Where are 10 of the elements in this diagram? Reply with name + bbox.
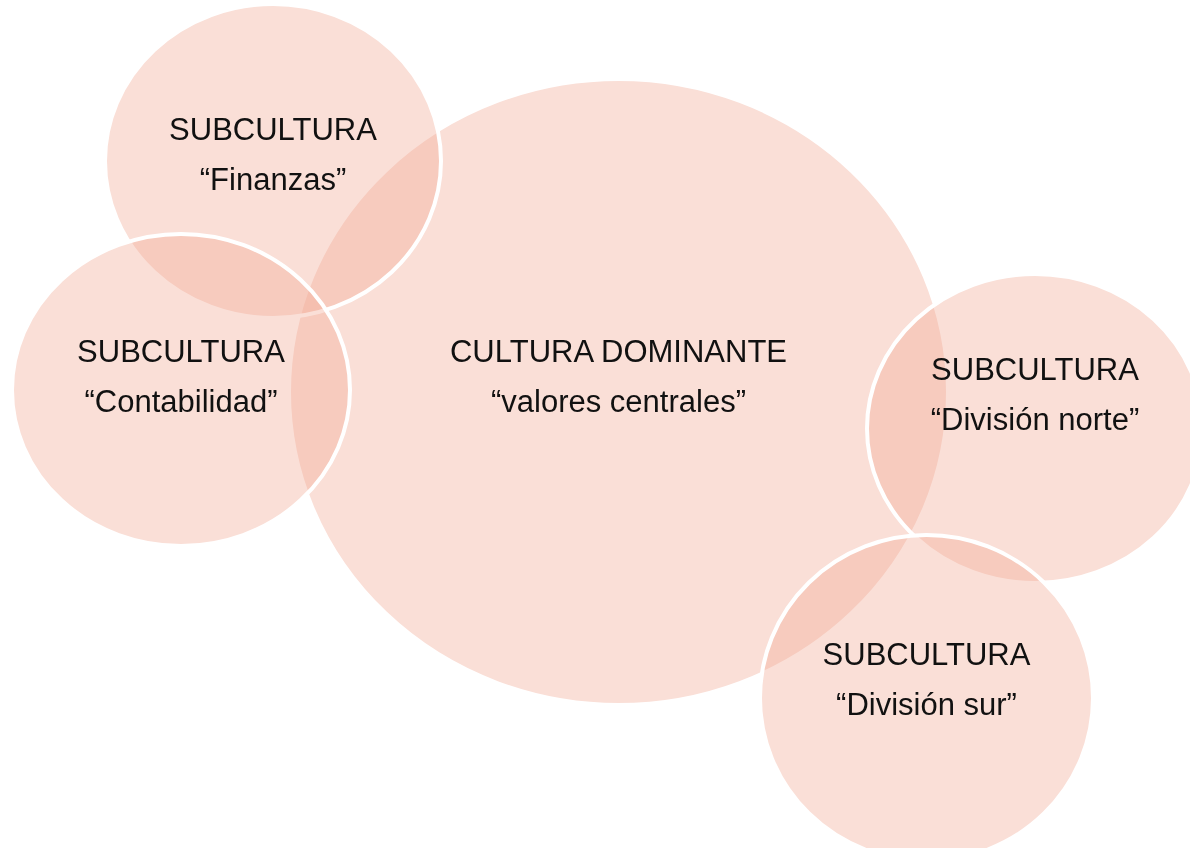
- heading-text: CULTURA DOMINANTE: [450, 333, 787, 371]
- body-text: “División norte”: [930, 401, 1140, 440]
- body-text: “valores centrales”: [491, 383, 746, 422]
- heading-text: SUBCULTURA: [931, 351, 1139, 389]
- heading-text: SUBCULTURA: [169, 111, 377, 149]
- heading-text: SUBCULTURA: [822, 636, 1031, 674]
- body-text: “Finanzas”: [199, 161, 347, 200]
- body-text: “Contabilidad”: [84, 383, 278, 422]
- body-text: “División sur”: [836, 686, 1017, 725]
- heading-text: SUBCULTURA: [77, 333, 285, 371]
